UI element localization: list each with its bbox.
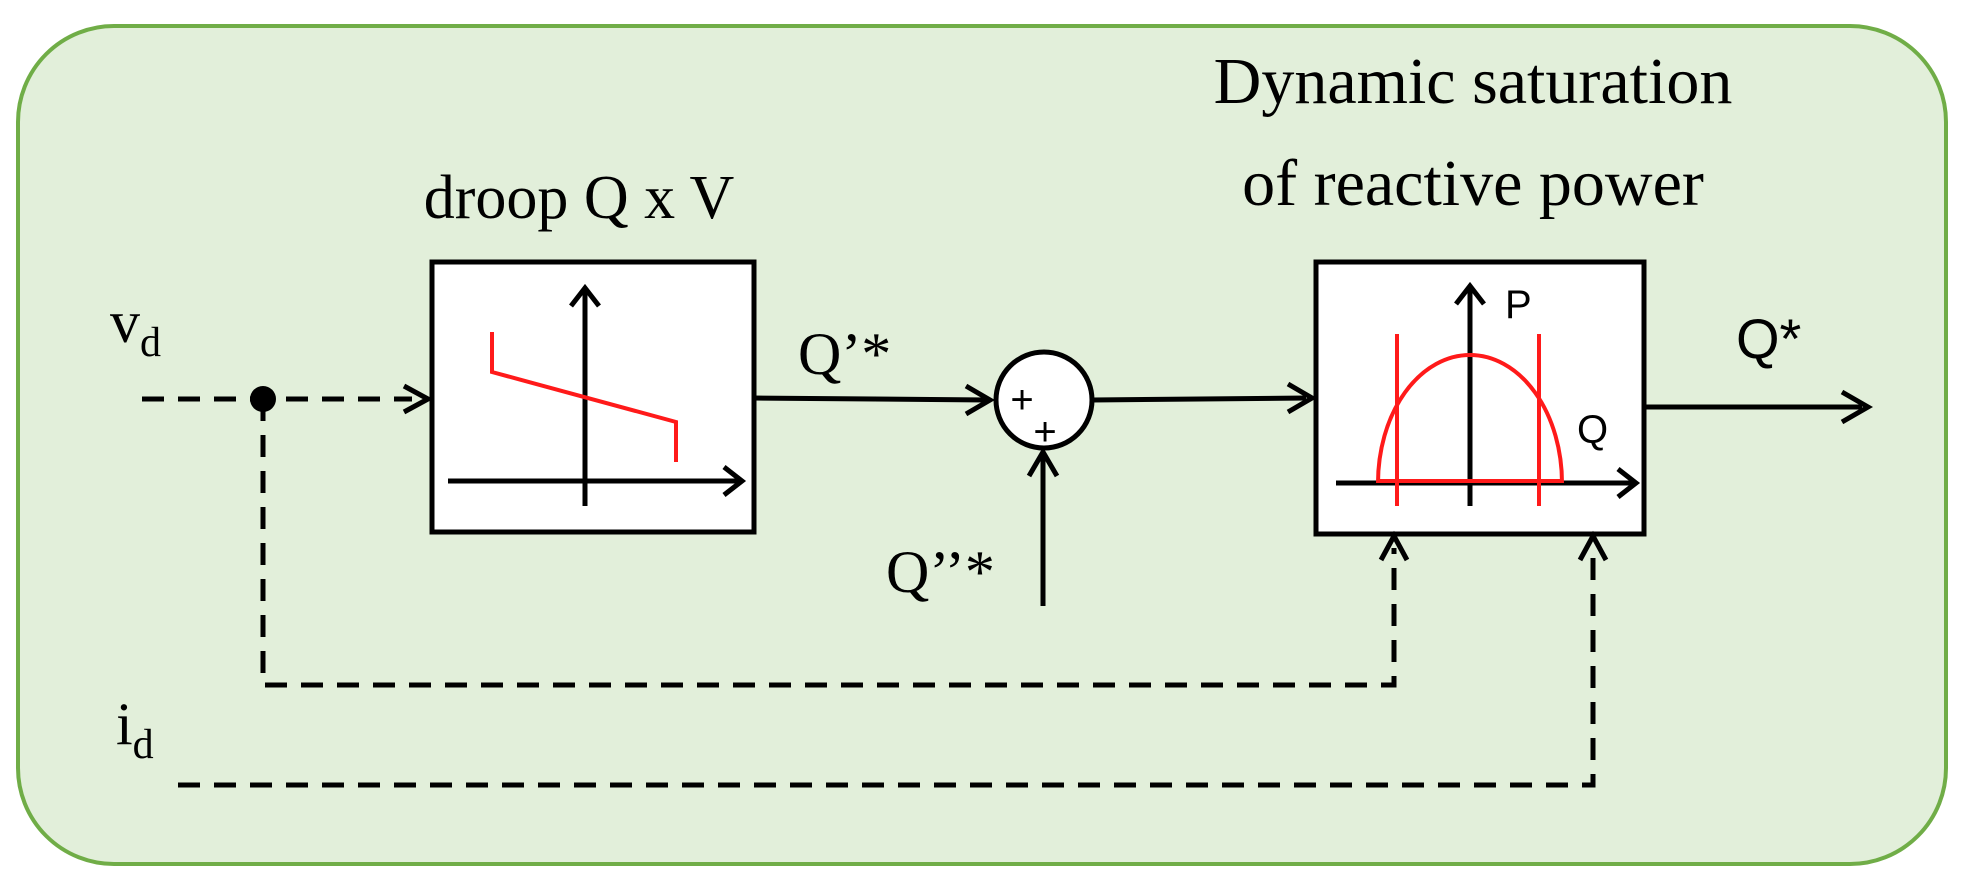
junction-to-saturation-line: [1091, 395, 1307, 403]
saturation-capability-arc: [1376, 353, 1564, 484]
q-prime-line: [753, 395, 989, 403]
id-input-line: [178, 548, 1596, 788]
id-input-arrowhead: [1577, 530, 1609, 562]
droop-block: [429, 259, 757, 535]
saturation-axis-p-label: P: [1505, 283, 1532, 327]
vd-input-arrowhead: [402, 383, 434, 415]
vd-feedback-arrowhead: [1378, 530, 1410, 562]
droop-vertical-arrowhead: [569, 283, 601, 308]
q-prime-label: Q’*: [798, 321, 891, 387]
vd-label: vd: [110, 289, 161, 366]
droop-horizontal-arrowhead: [722, 465, 747, 497]
id-label: id: [116, 691, 154, 768]
diagram-panel: [16, 24, 1948, 866]
sum-plus-top: +: [1010, 378, 1033, 422]
droop-curve: [490, 332, 678, 462]
vd-feedback-line: [260, 399, 1397, 688]
droop-block-title: droop Q x V: [424, 164, 735, 232]
sum-plus-bottom: +: [1033, 410, 1056, 454]
q-double-prime-arrowhead: [1026, 447, 1060, 478]
saturation-horizontal-arrowhead: [1616, 467, 1641, 499]
saturation-block-title-line2: of reactive power: [1242, 147, 1704, 220]
saturation-vertical-arrowhead: [1454, 281, 1486, 306]
junction-to-saturation-arrowhead: [1286, 381, 1317, 415]
q-star-label: Q*: [1736, 307, 1801, 370]
saturation-axis-q-label: Q: [1577, 408, 1608, 452]
saturation-block: [1313, 259, 1647, 537]
q-prime-arrowhead: [964, 383, 995, 417]
q-star-output-arrowhead: [1840, 389, 1874, 425]
saturation-block-title-line1: Dynamic saturation: [1214, 45, 1733, 118]
q-double-prime-label: Q’’*: [886, 539, 995, 605]
